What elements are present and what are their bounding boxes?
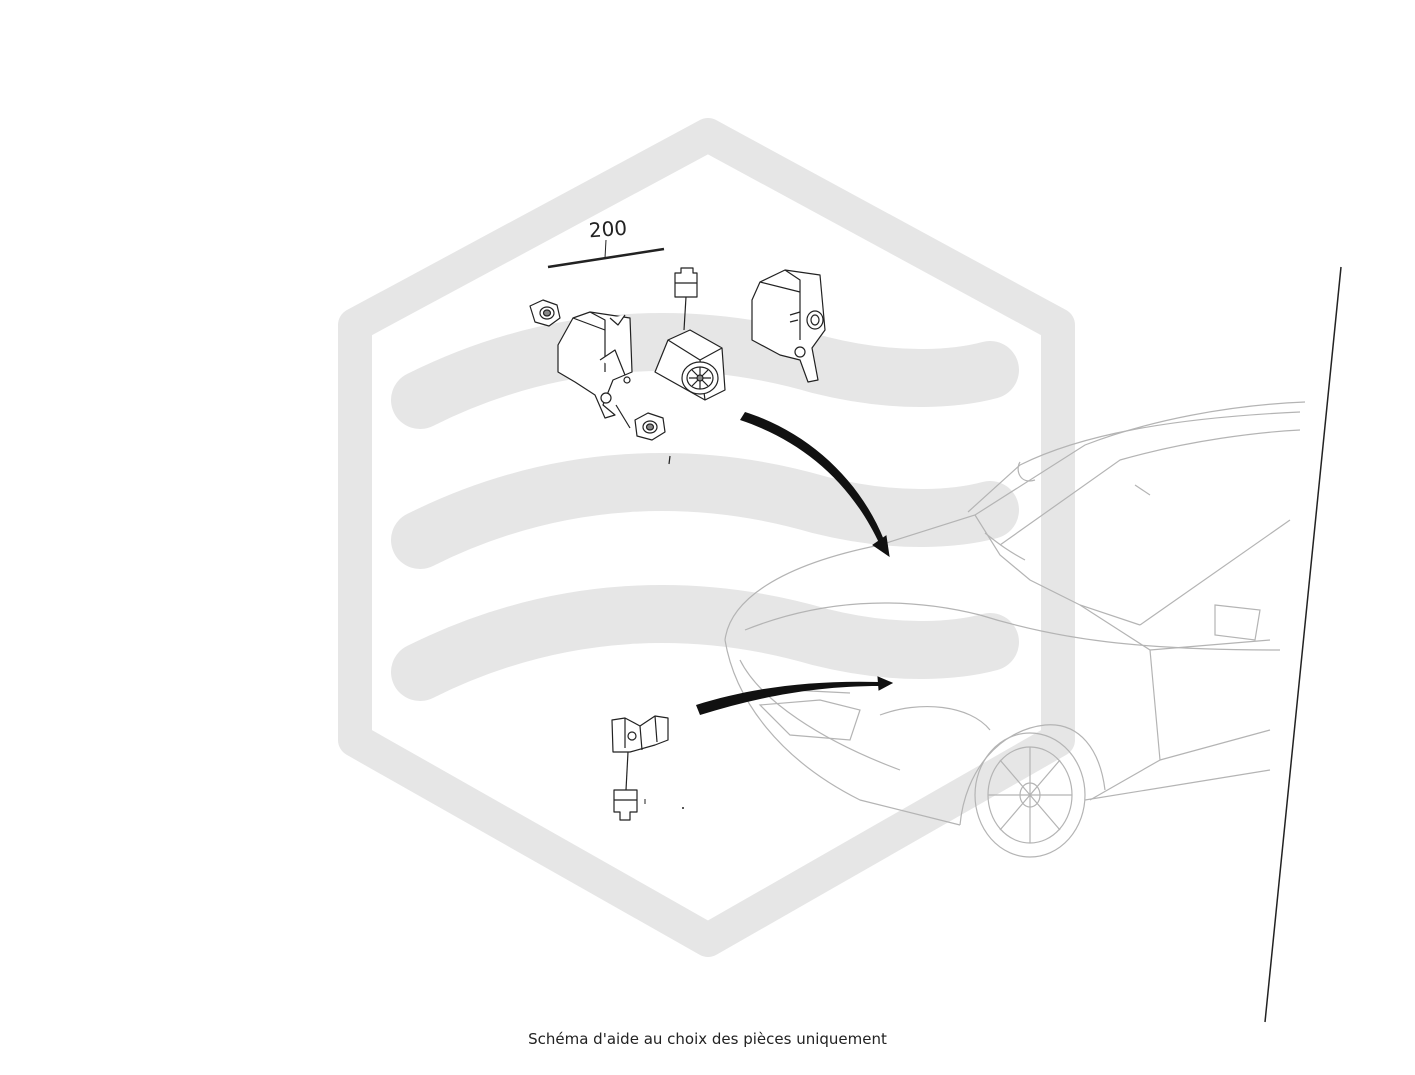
group-label: 200 xyxy=(588,216,628,243)
tick-mark xyxy=(668,455,671,465)
callout-underline xyxy=(547,247,665,269)
dot-mark xyxy=(682,807,684,809)
nut-left xyxy=(529,299,561,327)
connector-bottom xyxy=(613,789,638,821)
callout-200: 200 xyxy=(547,216,665,269)
watermark-stripe-top xyxy=(391,313,1019,429)
watermark-stripe-middle xyxy=(391,453,1019,569)
horn-bracket-left xyxy=(557,311,633,429)
nut-bottom xyxy=(634,412,666,441)
callout-leader xyxy=(604,239,607,259)
connector-top xyxy=(674,267,698,331)
divider-line xyxy=(1264,266,1342,1023)
diagram-caption: Schéma d'aide au choix des pièces unique… xyxy=(528,1030,887,1048)
lower-bracket xyxy=(611,715,669,791)
horn-bracket-right xyxy=(751,269,826,383)
horn-middle xyxy=(654,329,726,401)
arrow-to-bumper xyxy=(696,676,894,715)
arrow-to-hood xyxy=(740,412,890,558)
watermark-stripe-bottom xyxy=(391,585,1019,701)
watermark-hexagon xyxy=(338,118,1075,957)
watermark-logo xyxy=(338,118,1075,957)
